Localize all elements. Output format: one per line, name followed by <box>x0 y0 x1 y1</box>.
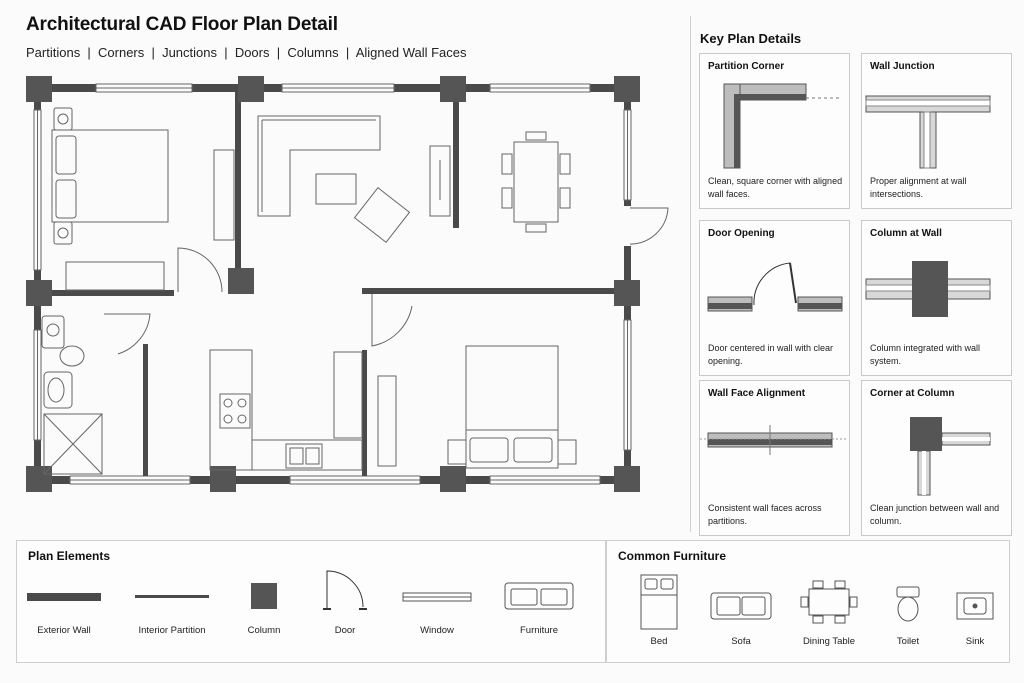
key-details-heading: Key Plan Details <box>700 31 802 46</box>
card-wall-junction: Wall Junction Proper alignment at wall i… <box>861 53 1012 209</box>
exterior-wall-symbol <box>27 593 101 601</box>
corner-at-column-icon <box>910 417 991 496</box>
furniture-symbol <box>504 582 574 610</box>
column <box>614 76 640 102</box>
bed-upper-left <box>51 107 235 291</box>
card-title: Wall Junction <box>870 61 935 72</box>
door-swing <box>629 207 669 245</box>
interior-partitions <box>40 92 624 476</box>
furniture-legend <box>640 574 994 630</box>
door-swing <box>177 247 223 293</box>
furniture-label: Toilet <box>896 636 920 647</box>
windows <box>33 83 632 485</box>
partition-vertical <box>453 92 459 228</box>
legend-label: Door <box>334 625 356 636</box>
bed-icon <box>640 574 678 630</box>
wall-junction-icon <box>865 95 991 169</box>
card-description: Column integrated with wall system. <box>870 343 981 366</box>
card-description: Clean junction between wall and column. <box>870 503 1000 526</box>
door-opening-icon <box>707 262 843 312</box>
partition-vertical <box>362 350 367 476</box>
door-swing <box>371 294 413 347</box>
card-title: Door Opening <box>708 228 775 239</box>
common-furniture-panel: Common Furniture <box>606 540 1010 663</box>
card-corner-at-column: Corner at Column Clean junction between … <box>861 380 1012 536</box>
column <box>228 268 254 294</box>
sink-icon <box>956 592 994 620</box>
plan-elements-heading: Plan Elements <box>28 549 111 563</box>
partition-vertical <box>143 344 148 476</box>
card-description: Clean, square corner with aligned wall f… <box>708 176 843 199</box>
toilet-icon <box>896 586 920 622</box>
card-description: Door centered in wall with clear opening… <box>708 343 834 366</box>
exterior-walls <box>34 84 631 484</box>
legend-label: Furniture <box>519 625 558 636</box>
legend-label: Exterior Wall <box>37 625 91 636</box>
doors <box>104 207 669 355</box>
column <box>614 466 640 492</box>
door-swing <box>104 313 151 355</box>
legend-label: Interior Partition <box>138 625 206 636</box>
key-plan-details-panel: Key Plan Details Partition Corner Clean,… <box>690 16 1020 536</box>
column-at-wall-icon <box>865 261 991 317</box>
furniture-label: Dining Table <box>802 636 856 647</box>
column <box>26 280 52 306</box>
column <box>440 76 466 102</box>
plan-elements-panel: Plan Elements Exterior Wall Interior Par… <box>16 540 606 663</box>
bathroom <box>41 315 103 475</box>
legend-label: Column <box>247 625 281 636</box>
page-subtitle: Partitions | Corners | Junctions | Doors… <box>26 45 467 60</box>
kitchen <box>209 349 363 471</box>
furniture-label: Bed <box>650 636 668 647</box>
card-title: Wall Face Alignment <box>708 388 806 399</box>
card-title: Partition Corner <box>708 61 785 72</box>
common-furniture-heading: Common Furniture <box>618 549 726 563</box>
card-partition-corner: Partition Corner Clean, square corner wi… <box>699 53 850 209</box>
door-symbol <box>326 570 364 609</box>
dining-table <box>501 131 571 233</box>
dining-table-icon <box>800 580 858 624</box>
card-door-opening: Door Opening Door centered in wall with … <box>699 220 850 376</box>
card-description: Consistent wall faces across partitions. <box>708 503 822 526</box>
furniture-label: Sink <box>965 636 985 647</box>
partition-corner-icon <box>723 83 840 169</box>
partition-horizontal <box>362 288 624 294</box>
living-area <box>257 115 451 243</box>
column <box>440 466 466 492</box>
plan-elements-legend <box>27 570 574 610</box>
bed-lower-right <box>377 345 577 469</box>
card-column-at-wall: Column at Wall Column integrated with wa… <box>861 220 1012 376</box>
interior-partition-symbol <box>135 595 209 598</box>
wall-face-alignment-icon <box>700 425 848 455</box>
partition-vertical <box>235 92 241 272</box>
card-description: Proper alignment at wall intersections. <box>870 176 967 199</box>
page-title: Architectural CAD Floor Plan Detail <box>26 14 338 35</box>
card-title: Column at Wall <box>870 228 942 239</box>
column <box>238 76 264 102</box>
column-symbol <box>251 583 277 609</box>
card-title: Corner at Column <box>870 388 955 399</box>
column <box>614 280 640 306</box>
furniture-label: Sofa <box>731 636 751 647</box>
column <box>26 76 52 102</box>
floor-plan <box>26 76 669 492</box>
card-wall-face-alignment: Wall Face Alignment Consistent wall face… <box>699 380 850 536</box>
partition-horizontal <box>40 290 174 296</box>
sofa-icon <box>710 592 772 620</box>
legend-label: Window <box>420 625 454 636</box>
